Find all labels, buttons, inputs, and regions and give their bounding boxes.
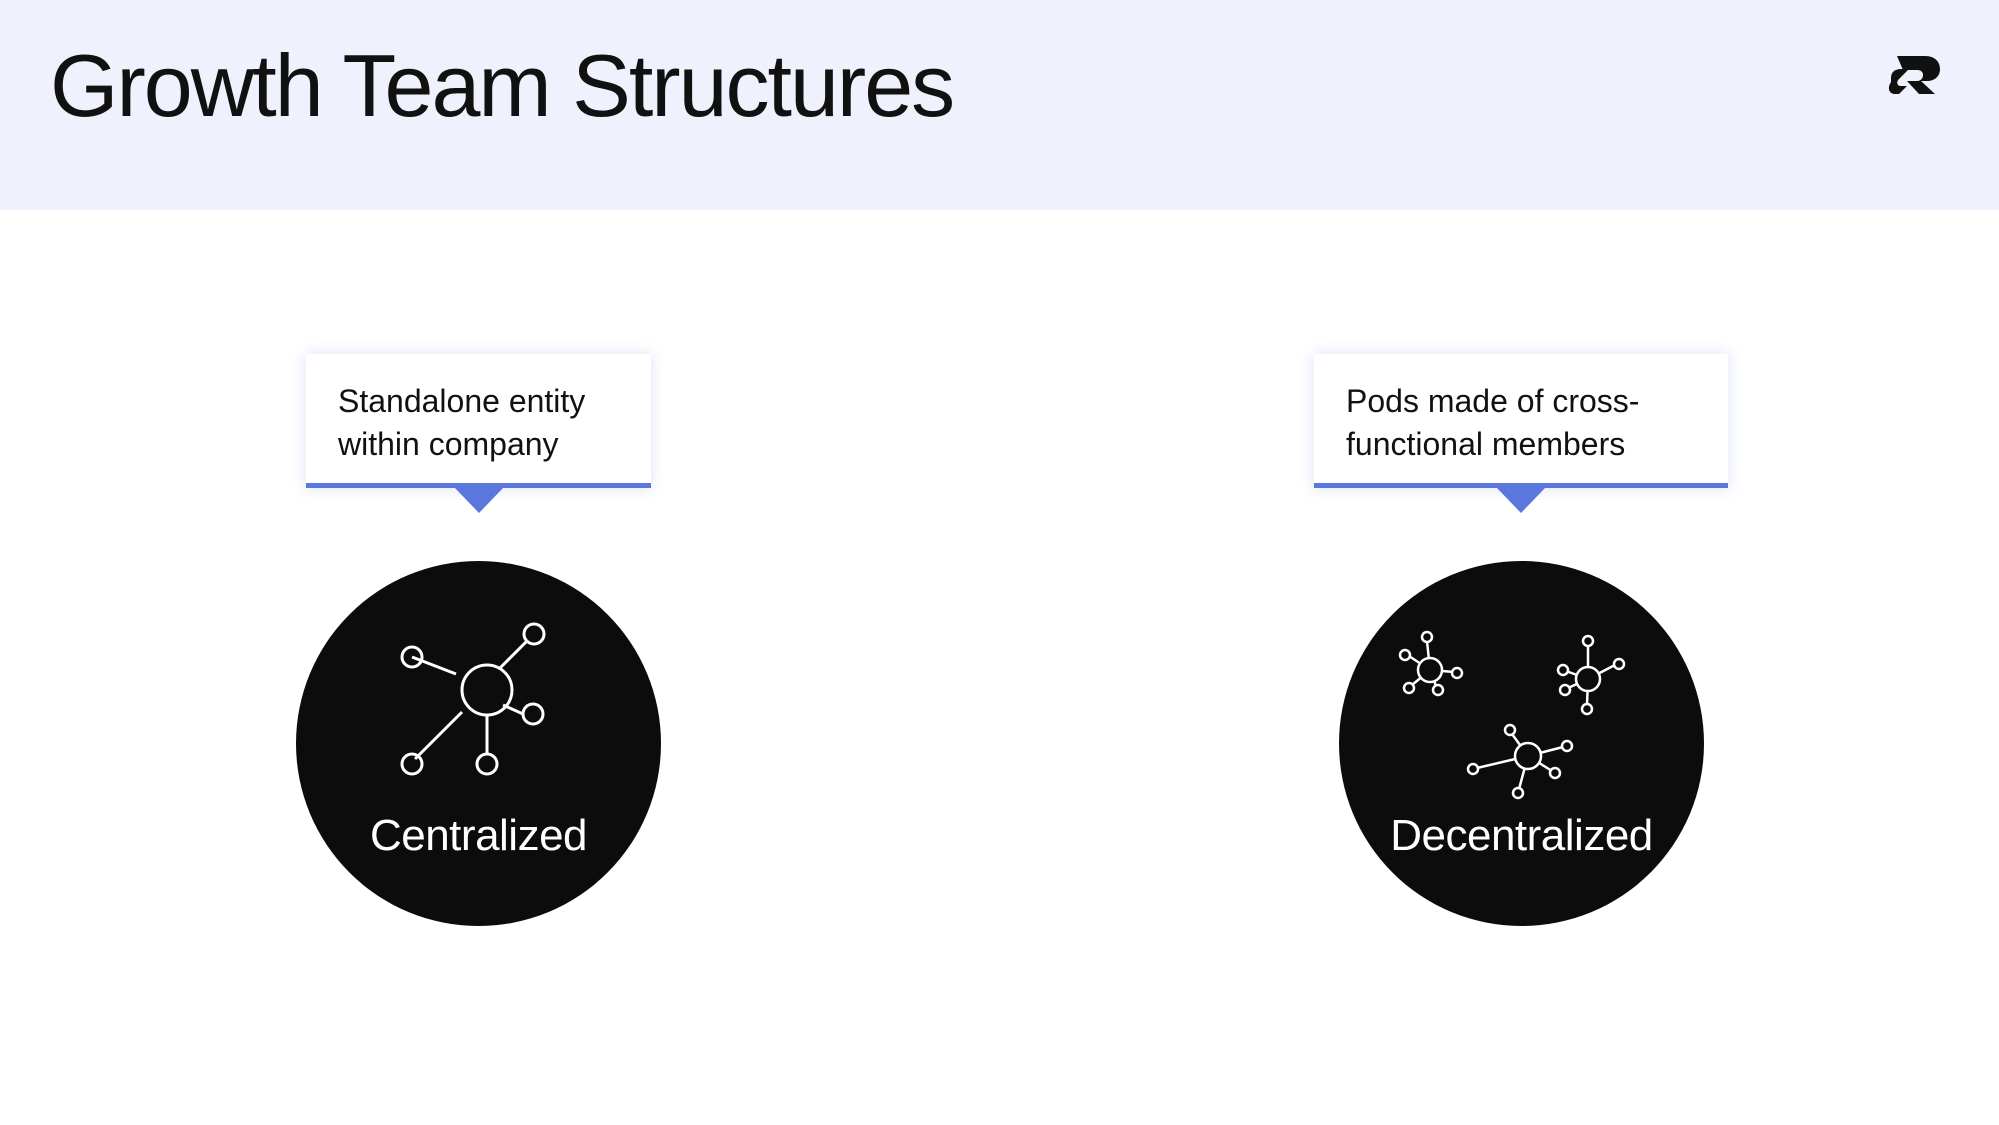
centralized-circle: Centralized — [296, 561, 661, 926]
hub-network-icon — [400, 622, 546, 776]
decentralized-label: Decentralized — [1390, 811, 1653, 860]
page-title: Growth Team Structures — [50, 36, 955, 135]
callout-text-centralized: Standalone entity within company — [338, 383, 586, 462]
callout-pointer — [453, 487, 504, 513]
callout-centralized: Standalone entity within company — [306, 354, 651, 513]
brand-logo — [1888, 56, 1940, 94]
multi-cluster-network-icon — [1398, 630, 1626, 800]
decentralized-circle: Decentralized — [1339, 561, 1704, 926]
callout-text-decentralized: Pods made of cross-functional members — [1346, 383, 1640, 462]
centralized-label: Centralized — [369, 811, 588, 860]
header-band: Growth Team Structures — [0, 0, 1999, 210]
network-cluster-3 — [1466, 723, 1574, 800]
network-cluster-2 — [1556, 634, 1626, 716]
callout-pointer — [1496, 487, 1546, 513]
network-cluster-1 — [1398, 630, 1464, 697]
callout-decentralized: Pods made of cross-functional members — [1314, 354, 1728, 513]
